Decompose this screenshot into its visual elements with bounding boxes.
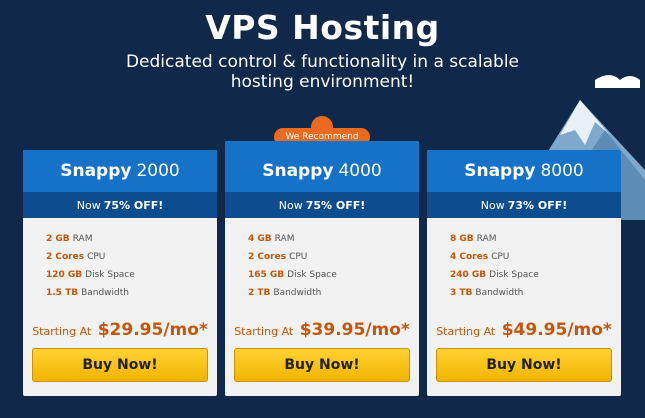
plan-deal: Now 73% OFF! [427,192,621,218]
buy-now-button[interactable]: Buy Now! [234,348,410,382]
plan-header: Snappy 8000 [427,150,621,192]
deal-percent: 73% OFF! [507,198,568,212]
plan-tier: 8000 [540,161,584,181]
plan-brand: Snappy [262,161,334,181]
buy-now-button[interactable]: Buy Now! [436,348,612,382]
deal-prefix: Now [278,198,303,212]
price-amount: $49.95/mo* [501,320,612,340]
plan-header: Snappy 4000 [225,141,419,192]
plan-tier: 4000 [338,161,382,181]
page-subtitle: Dedicated control & functionality in a s… [125,52,520,92]
price-amount: $39.95/mo* [299,320,410,340]
price-label: Starting At [436,325,496,338]
price-label: Starting At [234,325,294,338]
plan-brand: Snappy [464,161,536,181]
deal-percent: 75% OFF! [305,198,366,212]
page-title: VPS Hosting [205,8,440,47]
plan-deal: Now 75% OFF! [23,192,217,218]
plan-tier: 2000 [136,161,180,181]
price-row: Starting At $39.95/mo* [225,320,419,340]
price-row: Starting At $29.95/mo* [23,320,217,340]
plan-brand: Snappy [60,161,132,181]
price-label: Starting At [32,325,92,338]
deal-prefix: Now [76,198,101,212]
price-row: Starting At $49.95/mo* [427,320,621,340]
plan-header: Snappy 2000 [23,150,217,192]
deal-prefix: Now [480,198,505,212]
plan-deal: Now 75% OFF! [225,192,419,218]
buy-now-button[interactable]: Buy Now! [32,348,208,382]
deal-percent: 75% OFF! [103,198,164,212]
price-amount: $29.95/mo* [97,320,208,340]
